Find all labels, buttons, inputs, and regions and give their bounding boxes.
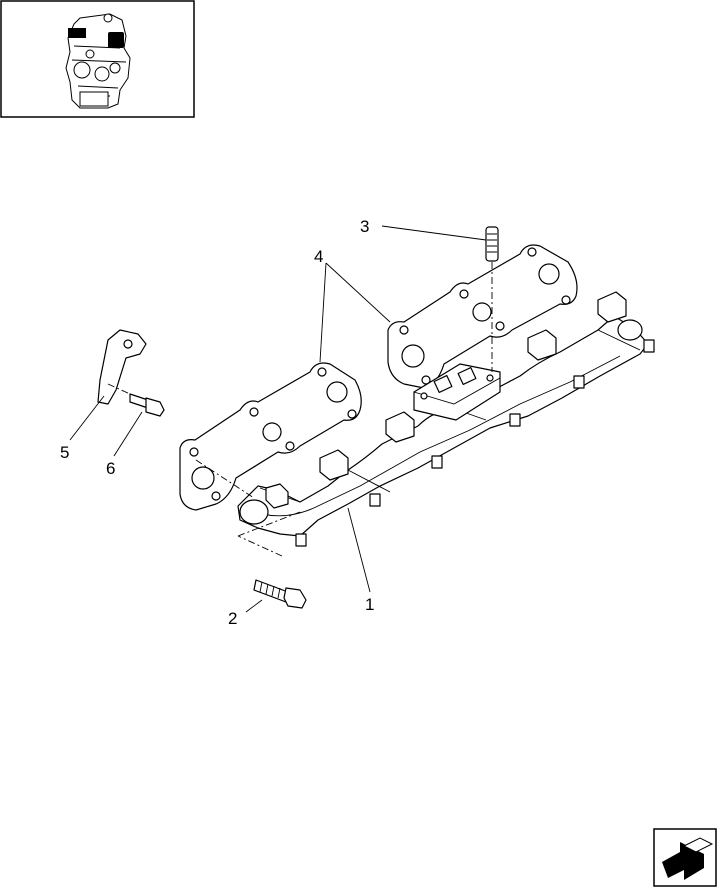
return-arrow-icon[interactable]	[653, 828, 717, 887]
right-gasket	[387, 244, 578, 389]
callout-2: 2	[228, 609, 237, 628]
callout-5: 5	[60, 443, 69, 462]
exhaust-manifold	[237, 291, 655, 547]
callout-3: 3	[360, 217, 369, 236]
bolt-2	[237, 511, 307, 609]
engine-thumbnail-icon	[0, 0, 195, 118]
callout-1: 1	[365, 595, 374, 614]
stud	[485, 226, 499, 372]
bracket	[97, 329, 147, 405]
callout-6: 6	[106, 459, 115, 478]
bolt-6	[129, 393, 165, 417]
left-gasket	[179, 362, 362, 511]
callout-4: 4	[314, 247, 323, 266]
leader-lines	[69, 225, 487, 613]
alignment-line	[195, 459, 255, 499]
